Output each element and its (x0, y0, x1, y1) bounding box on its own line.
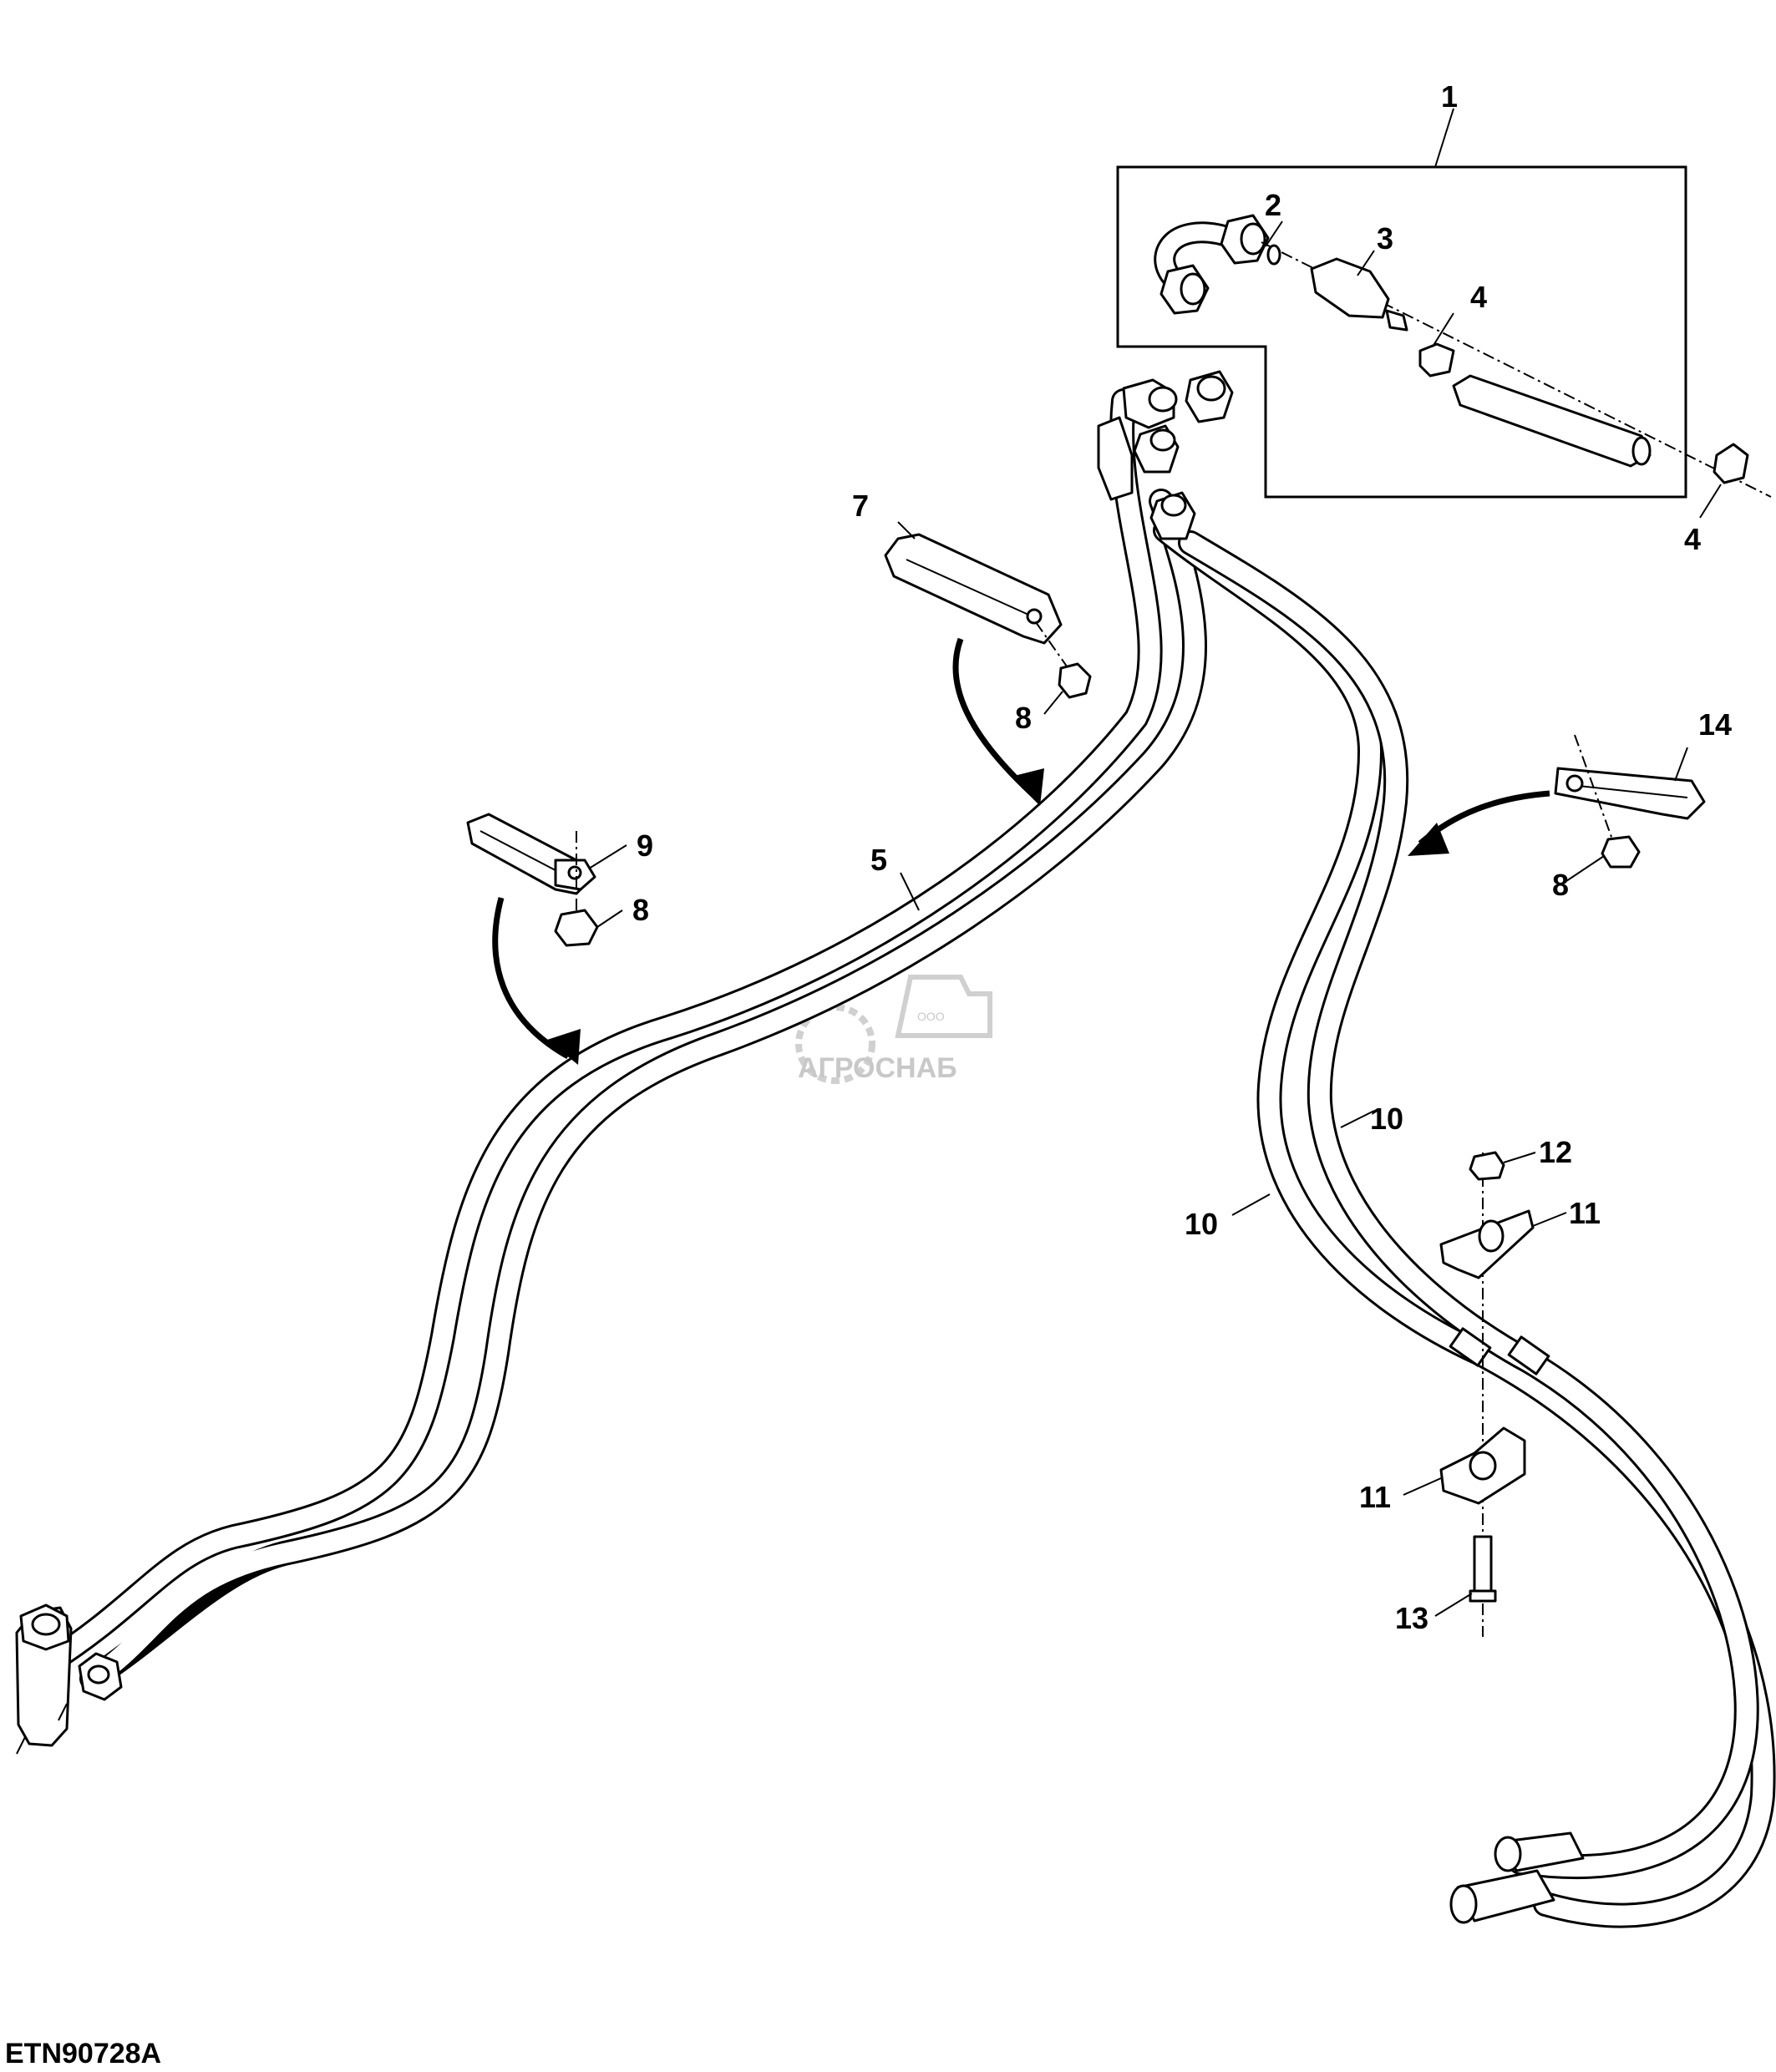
strap-7 (884, 533, 1092, 806)
hose-5-pair (38, 388, 1207, 1691)
hose-10-pair (1153, 518, 1776, 1928)
kit-box (1116, 108, 1687, 499)
kit-parts (1261, 241, 1772, 498)
callout-8-a: 8 (1015, 701, 1032, 735)
callout-1: 1 (1441, 79, 1458, 114)
u-tube-fitting (1154, 214, 1270, 315)
callout-14: 14 (1698, 707, 1732, 742)
right-end-fittings (1449, 1831, 1585, 1924)
callout-4-top: 4 (1470, 280, 1487, 314)
callout-3: 3 (1377, 221, 1393, 256)
callouts: 1 2 3 4 4 5 7 8 8 8 9 10 10 11 11 12 13 … (632, 79, 1732, 1635)
watermark-company: АГРОСНАБ (798, 1052, 957, 1084)
nut-8-c (1601, 835, 1641, 869)
hose-10-bands (1449, 1327, 1550, 1375)
nut-8-a (1058, 662, 1092, 699)
adapter (1310, 257, 1390, 319)
callout-9: 9 (637, 828, 653, 863)
kit-hose (1452, 374, 1652, 468)
callout-8-c: 8 (1552, 868, 1569, 902)
callout-11-upper: 11 (1569, 1196, 1601, 1230)
hose-clamp (1418, 342, 1455, 377)
callout-4-right: 4 (1684, 522, 1701, 556)
hose-clamp-2 (1713, 443, 1749, 484)
strap-9 (466, 813, 599, 1065)
callout-10-upper: 10 (1370, 1102, 1403, 1136)
figure-id: ETN90728A (5, 2038, 161, 2069)
callout-8-b: 8 (632, 893, 649, 927)
watermark-prefix: ООО (917, 1010, 945, 1023)
callout-12: 12 (1539, 1135, 1572, 1169)
left-end-fittings (15, 1603, 123, 1755)
nut-12 (1469, 1151, 1505, 1181)
watermark: ООО АГРОСНАБ (795, 975, 992, 1084)
callout-7: 7 (852, 489, 869, 523)
callout-5: 5 (870, 843, 887, 877)
callout-13: 13 (1395, 1601, 1428, 1635)
callout-10-lower: 10 (1185, 1207, 1218, 1241)
clamp-assembly (1439, 1151, 1535, 1637)
nut-8-b (554, 909, 599, 947)
top-fittings (1097, 370, 1234, 540)
callout-11-lower: 11 (1359, 1480, 1391, 1514)
strap-14 (1408, 734, 1706, 869)
leader-lines (588, 220, 1722, 1617)
callout-2: 2 (1265, 188, 1281, 222)
o-ring (1266, 244, 1281, 266)
